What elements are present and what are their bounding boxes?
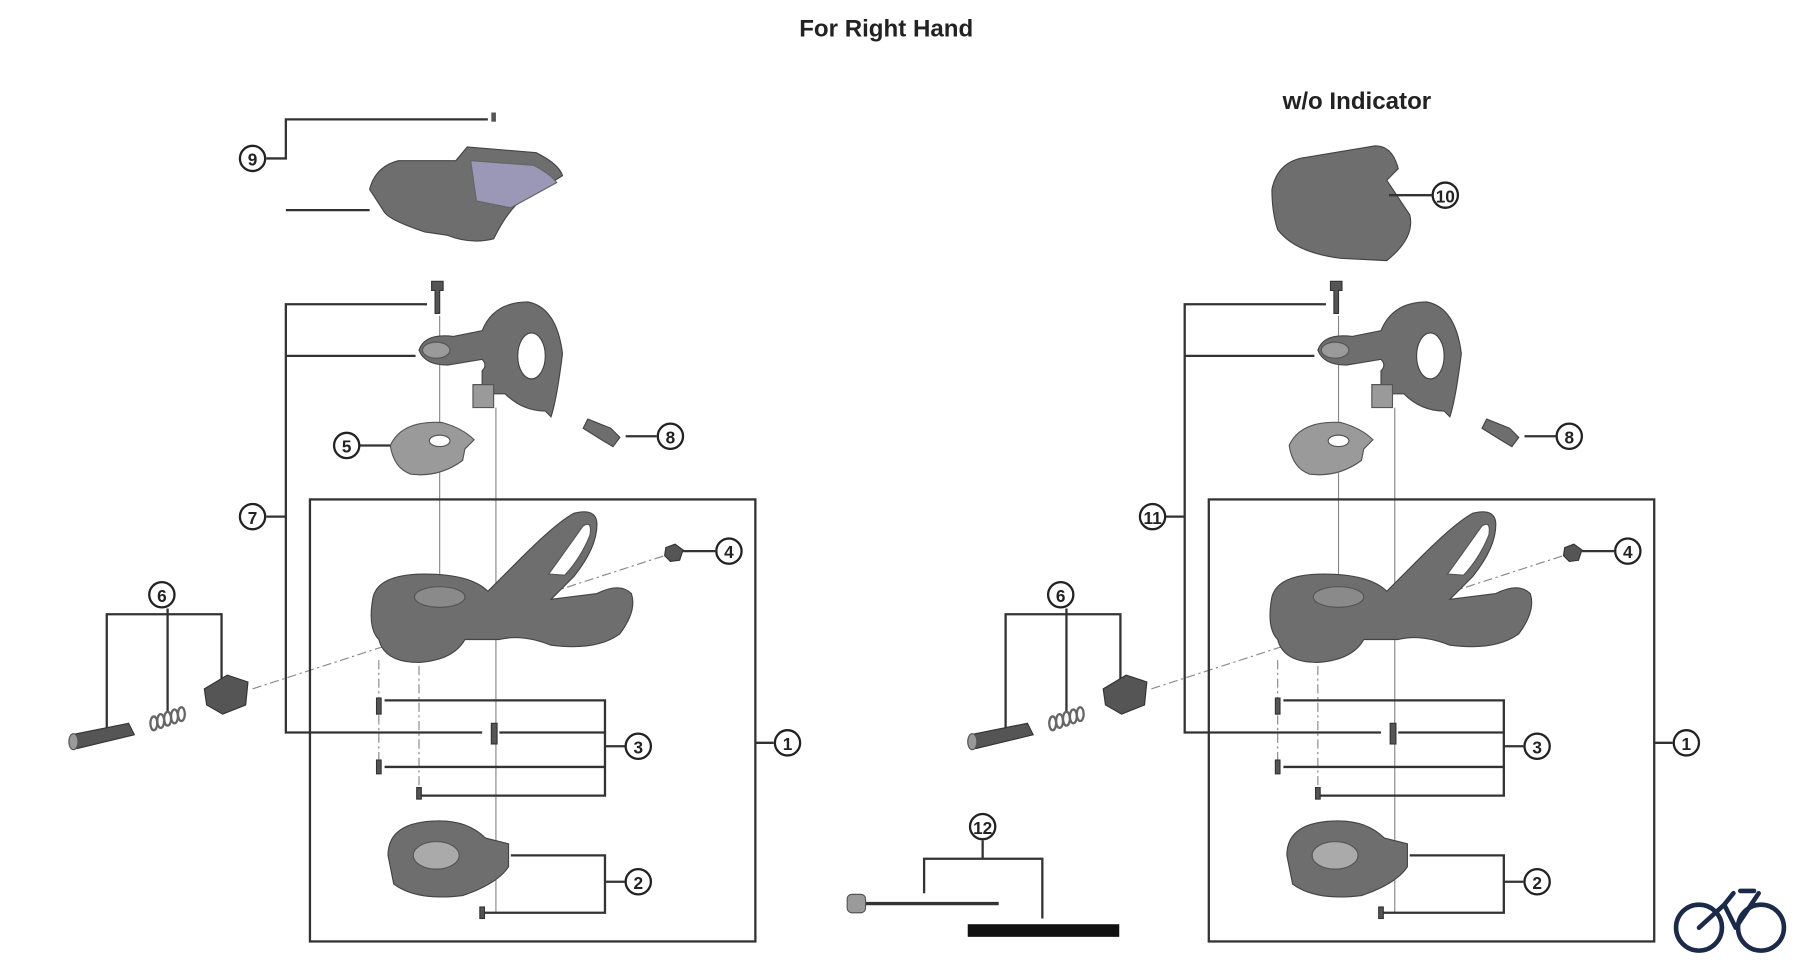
callout-number: 5 [342,437,352,457]
callout-number: 6 [1056,586,1066,606]
callout-number: 4 [1623,542,1633,562]
callout-number: 2 [633,873,643,893]
callout-circle [238,502,267,531]
callout-circle [238,144,267,173]
callout-2: 2 [624,867,653,896]
callout-circle [773,729,802,757]
callout-circle [1523,732,1551,761]
callout-circle [148,580,176,609]
shifter-assembly-with-indicator [67,280,775,943]
callout-4: 4 [1614,537,1642,565]
variant-title: w/o Indicator [1282,88,1432,115]
callout-number: 2 [1532,873,1542,893]
callout-6: 6 [1046,580,1075,609]
callout-circle [1672,729,1701,757]
cable-end [846,893,867,914]
callout-11: 11 [1138,502,1167,531]
callout-8: 8 [1555,422,1584,451]
callout-circle [1138,502,1167,531]
cover-screw [491,112,496,122]
callout-3: 3 [624,732,653,761]
callout-number: 8 [666,427,676,447]
callout-number: 1 [1682,734,1692,754]
callout-6: 6 [148,580,176,609]
callout-5: 5 [332,431,361,460]
callout-9: 9 [238,144,267,173]
callout-number: 10 [1436,186,1455,206]
callout-7: 7 [238,502,267,531]
callout-number: 3 [633,737,643,757]
indicator-window [469,160,558,209]
callout-number: 1 [783,734,793,754]
callout-number: 4 [724,542,734,562]
callout-number: 11 [1143,508,1162,528]
callout-1: 1 [773,729,802,757]
callout-12: 12 [968,812,997,841]
callout-number: 12 [973,818,992,838]
callout-circle [332,431,361,460]
callout-10: 10 [1431,181,1460,209]
callout-number: 8 [1564,427,1574,447]
callout-number: 3 [1532,737,1542,757]
callout-3: 3 [1523,732,1551,761]
callout-4: 4 [715,537,743,565]
callout-circle [656,422,685,451]
cover-without-indicator-part [1271,145,1412,262]
callout-2: 2 [1523,867,1551,896]
outer-housing [967,924,1120,937]
callout-number: 6 [157,586,167,606]
callout-circle [1431,181,1460,209]
callout-circle [624,867,653,896]
callout-circle [1614,537,1642,565]
callout-circle [1523,867,1551,896]
callout-1: 1 [1672,729,1701,757]
callout-number: 7 [248,508,258,528]
bicycle-logo-icon [1673,888,1787,953]
diagram-title: For Right Hand [799,16,973,43]
shifter-assembly-without-indicator [966,280,1674,943]
callout-circle [715,537,743,565]
callout-circle [1555,422,1584,451]
callout-8: 8 [656,422,685,451]
callout-circle [1046,580,1075,609]
callout-circle [968,812,997,841]
callout-number: 9 [248,150,258,170]
callout-circle [624,732,653,761]
